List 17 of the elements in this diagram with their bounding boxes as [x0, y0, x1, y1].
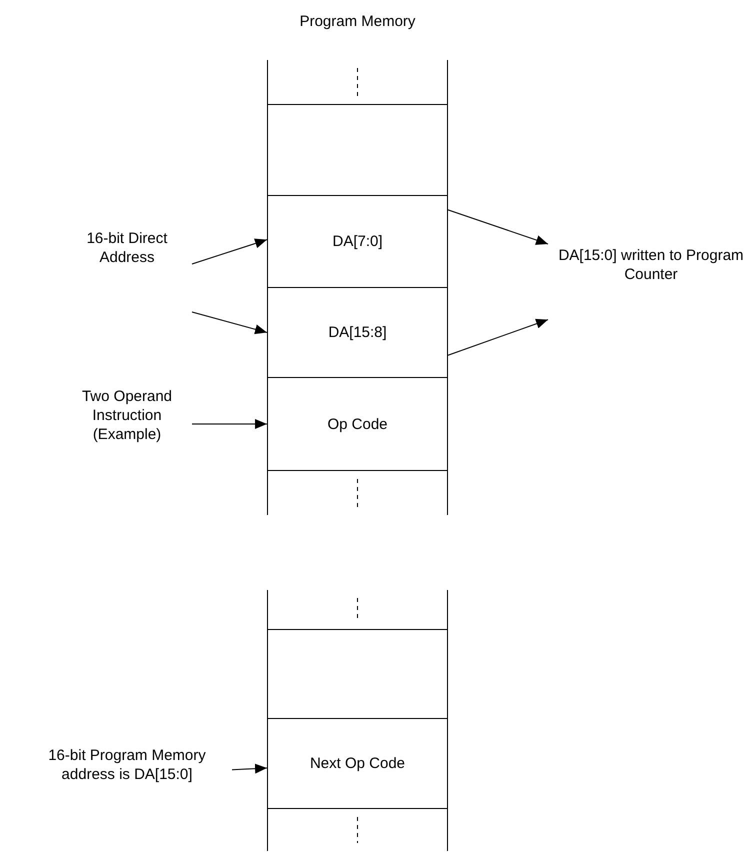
- arrow: [232, 764, 268, 774]
- diagram-title: Program Memory: [298, 12, 416, 31]
- memory-cell: Op Code: [267, 377, 448, 471]
- arrow: [192, 238, 268, 264]
- memory-cell: [267, 104, 448, 196]
- arrow: [192, 312, 268, 334]
- annotation-text: Two Operand Instruction (Example): [62, 385, 192, 445]
- annotation-text: DA[15:0] written to Program Counter: [548, 244, 754, 286]
- memory-cell: DA[15:8]: [267, 287, 448, 378]
- arrow: [192, 419, 268, 429]
- arrow: [448, 209, 548, 245]
- arrow: [448, 318, 548, 356]
- annotation-text: 16-bit Direct Address: [62, 228, 192, 268]
- memory-cell: Next Op Code: [267, 718, 448, 809]
- annotation-text: 16-bit Program Memory address is DA[15:0]: [22, 735, 232, 795]
- memory-cell: [267, 629, 448, 719]
- memory-cell: DA[7:0]: [267, 195, 448, 288]
